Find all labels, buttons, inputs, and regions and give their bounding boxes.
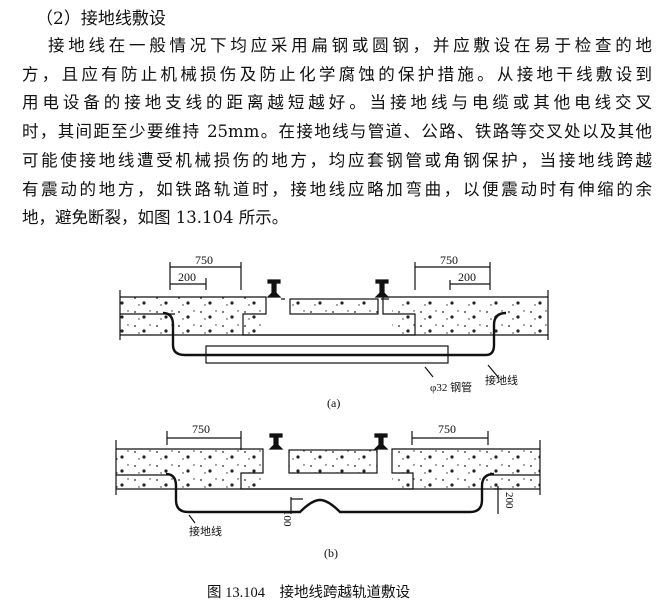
paragraph-line: 接地线在一般情况下均应采用扁钢或圆钢，并应敷设在易于检查的地: [48, 36, 652, 55]
paragraph-line: 时，其间距至少要维持 25mm。在接地线与管道、公路、铁路等交叉处以及其他: [22, 122, 652, 142]
dim-label: 750: [192, 422, 210, 436]
dim-label: 200: [503, 492, 515, 509]
pipe-label: φ32 钢管: [430, 380, 472, 394]
paragraph-line: 有震动的地方，如铁路轨道时，接地线应略加弯曲，以便震动时有伸缩的余: [22, 179, 652, 199]
diagram-a: [119, 262, 549, 378]
section-heading: （2）接地线敷设: [36, 9, 166, 29]
wire-label: 接地线: [485, 373, 518, 387]
dim-label: 100: [281, 510, 293, 527]
dim-label: 200: [458, 270, 476, 284]
paragraph-line: 可能使接地线遭受机械损伤的地方，均应套钢管或角钢保护，当接地线跨越: [22, 150, 652, 170]
wire-label: 接地线: [189, 524, 222, 538]
diagram-b: [115, 431, 541, 524]
paragraph-line: 方，且应有防止机械损伤及防止化学腐蚀的保护措施。从接地干线敷设到: [22, 64, 652, 84]
paragraph-line: 地，避免断裂，如图 13.104 所示。: [22, 208, 289, 228]
dim-label: 750: [195, 253, 213, 267]
sub-caption-b: (b): [324, 546, 338, 560]
figure-caption: 图 13.104 接地线跨越轨道敷设: [207, 584, 410, 601]
sub-caption-a: (a): [327, 396, 340, 410]
dim-label: 200: [178, 270, 196, 284]
body-paragraph: 接地线在一般情况下均应采用扁钢或圆钢，并应敷设在易于检查的地 方，且应有防止机械…: [22, 32, 652, 233]
paragraph-line: 用电设备的接地支线的距离越短越好。当接地线与电缆或其他电线交叉: [22, 93, 652, 113]
dim-label: 750: [438, 422, 456, 436]
dim-label: 750: [440, 253, 458, 267]
